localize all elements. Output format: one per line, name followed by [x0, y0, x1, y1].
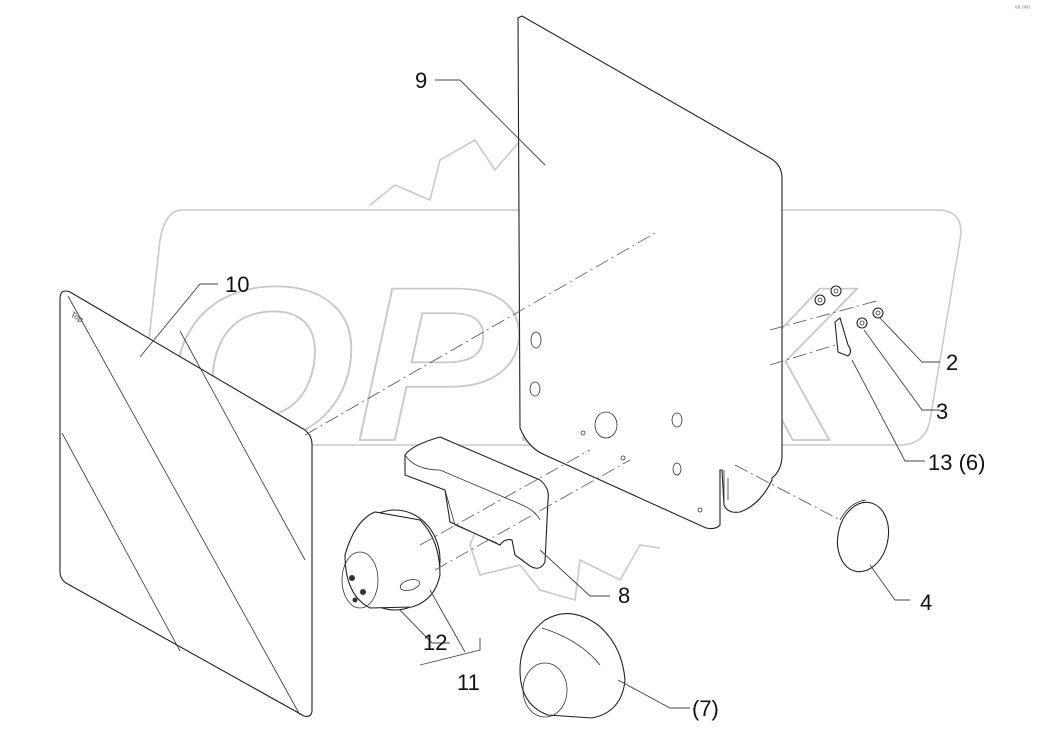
callout-labels: 9 10 2 3 13 (6) 4 8 12 11 (7): [225, 68, 985, 721]
callout-9: 9: [415, 68, 427, 93]
callout-11: 11: [457, 670, 480, 695]
leader-lines: [139, 79, 940, 709]
part-12-lamp: [341, 509, 441, 611]
part-13-clip: [834, 317, 852, 357]
callout-8: 8: [618, 583, 630, 608]
callout-7: (7): [692, 696, 719, 721]
watermark-badge: [138, 209, 962, 446]
callout-2: 2: [946, 350, 958, 375]
part-3-washer: [814, 294, 868, 329]
callout-13: 13 (6): [928, 450, 985, 475]
part-7-cap: [519, 613, 626, 719]
part-2-nut: [830, 285, 884, 319]
part-8-cover: [404, 436, 549, 569]
corner-mark: ᵉᵉ ᵒᵒᵒ: [1015, 5, 1030, 12]
part-9-plate: [517, 15, 783, 530]
assembly-axes: [304, 232, 881, 571]
callout-3: 3: [936, 399, 948, 424]
watermark-gear-lower: [469, 519, 661, 602]
callout-4: 4: [920, 590, 932, 615]
part-10-mirror-glass: Top: [59, 290, 313, 717]
callout-10: 10: [225, 272, 249, 297]
part-4-round-cap: [836, 499, 890, 573]
callout-12: 12: [423, 630, 447, 655]
